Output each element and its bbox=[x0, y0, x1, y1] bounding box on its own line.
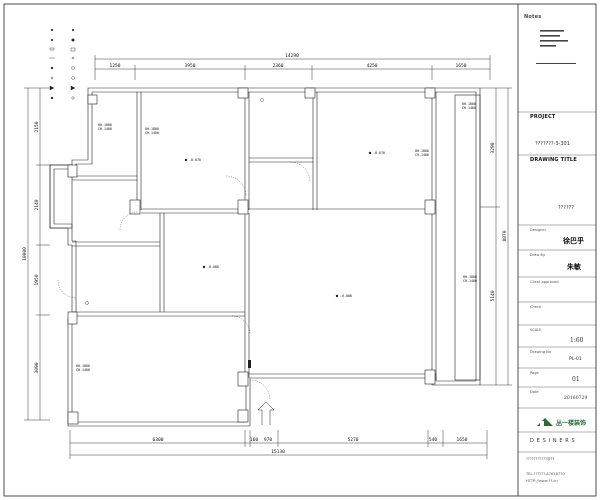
web-line: HTTP://www.??.cn bbox=[526, 479, 558, 483]
phone-line: TEL:??????-87618770 bbox=[526, 472, 565, 476]
dim-bottom-seg-1: 6300 bbox=[152, 437, 163, 443]
dim-bottom-seg-4: 5270 bbox=[347, 437, 358, 443]
legend-symbol-7 bbox=[49, 85, 55, 91]
room-height-line: CH-1400 bbox=[463, 279, 477, 283]
project-value: ???????-3-301 bbox=[535, 141, 570, 147]
level-mark-2: -0.070 bbox=[373, 151, 385, 155]
legend-symbol-14 bbox=[71, 76, 75, 80]
project-heading: PROJECT bbox=[530, 114, 556, 120]
dim-bottom-total: 15130 bbox=[271, 449, 285, 455]
scale-value: 1:60 bbox=[570, 337, 584, 344]
legend-symbol-11 bbox=[70, 47, 76, 52]
balcony-right bbox=[454, 94, 481, 381]
balcony-left bbox=[49, 164, 73, 229]
date-value: 20160729 bbox=[564, 396, 588, 401]
company-logo-icon bbox=[537, 418, 553, 426]
legend-symbol-15 bbox=[70, 85, 76, 91]
dim-left-seg-4: 3090 bbox=[34, 362, 40, 373]
walls bbox=[49, 87, 481, 427]
dim-left-seg-2: 2140 bbox=[34, 199, 40, 210]
level-markers bbox=[85, 98, 372, 368]
dim-top-seg-1: 1250 bbox=[109, 63, 120, 69]
dimension-lines bbox=[24, 55, 512, 459]
notes-heading: Notes bbox=[524, 14, 542, 20]
dim-bottom-seg-5: 540 bbox=[429, 437, 438, 443]
outer-wall bbox=[49, 87, 481, 427]
designers-banner: D E S I N E R S bbox=[530, 438, 576, 444]
date-heading: Date bbox=[530, 390, 539, 394]
draw-by-value: 朱敏 bbox=[567, 262, 581, 271]
legend-symbol-8 bbox=[50, 96, 54, 100]
legend bbox=[49, 28, 76, 100]
columns bbox=[67, 87, 436, 425]
draw-by-heading: Draw By bbox=[530, 253, 546, 257]
legend-symbol-1 bbox=[50, 28, 54, 32]
legend-symbol-12 bbox=[71, 56, 75, 60]
room-height-line: CH-1400 bbox=[76, 368, 90, 372]
legend-symbol-16 bbox=[71, 96, 75, 100]
scale-heading: SCALE bbox=[530, 328, 542, 332]
dim-top-total: 14290 bbox=[285, 53, 299, 59]
level-mark-4: -0.080 bbox=[340, 294, 352, 298]
dim-right-seg-2: 5140 bbox=[490, 290, 496, 301]
room-height-line: CH-1400 bbox=[415, 153, 429, 157]
room-height-line: CH-1400 bbox=[462, 106, 476, 110]
dim-bottom-seg-3: 970 bbox=[264, 437, 273, 443]
dim-left-seg-1: 2150 bbox=[34, 121, 40, 132]
legend-symbol-9 bbox=[71, 28, 75, 32]
entrance-arrow-icon bbox=[257, 401, 275, 425]
door-swings bbox=[57, 161, 311, 401]
designer-heading: Designer bbox=[530, 228, 547, 232]
address-line: ???????????@?? bbox=[526, 457, 555, 461]
page-heading: Page bbox=[530, 371, 539, 375]
dim-right-seg-1: 3290 bbox=[490, 142, 496, 153]
designer-value: 徐巴乎 bbox=[563, 236, 584, 245]
legend-symbol-5 bbox=[50, 66, 54, 70]
drawing-title-heading: DRAWING TITLE bbox=[530, 157, 577, 163]
legend-symbol-10 bbox=[71, 38, 75, 42]
dim-bottom-seg-2: 160 bbox=[250, 437, 259, 443]
drawing-no-value: PL-01 bbox=[569, 357, 582, 362]
dim-top-seg-2: 3950 bbox=[184, 63, 195, 69]
legend-symbol-13 bbox=[71, 66, 75, 70]
dim-top-seg-5: 1650 bbox=[455, 63, 466, 69]
dim-top-seg-3: 2360 bbox=[272, 63, 283, 69]
dimension-text-layer: 14290 1250 3950 2360 4250 1650 6300 160 … bbox=[22, 53, 508, 455]
outer-wall-inner bbox=[53, 91, 477, 423]
level-mark-3: -0.080 bbox=[207, 265, 219, 269]
room-height-line: CH-1400 bbox=[98, 127, 112, 131]
dim-left-seg-3: 1950 bbox=[34, 274, 40, 285]
check-heading: Check bbox=[530, 305, 542, 309]
page-value: 01 bbox=[572, 376, 580, 383]
client-heading: Client approved bbox=[530, 280, 559, 284]
title-block-lines bbox=[518, 111, 596, 453]
dim-bottom-seg-6: 1650 bbox=[456, 437, 467, 443]
notes-scribble bbox=[536, 30, 576, 64]
dim-right-total: 8870 bbox=[502, 230, 508, 241]
dim-left-total: 10000 bbox=[22, 247, 28, 261]
level-mark-1: -0.070 bbox=[189, 158, 201, 162]
company-name: 丛一楼装饰 bbox=[556, 420, 587, 427]
legend-symbol-3 bbox=[49, 47, 55, 51]
legend-symbol-2 bbox=[50, 38, 54, 42]
drawing-title-value: ?????? bbox=[558, 205, 574, 211]
legend-symbol-6 bbox=[50, 76, 54, 80]
drawing-no-heading: Drawing No bbox=[530, 350, 551, 354]
dim-top-seg-4: 4250 bbox=[366, 63, 377, 69]
room-height-line: CH-1400 bbox=[145, 131, 159, 135]
